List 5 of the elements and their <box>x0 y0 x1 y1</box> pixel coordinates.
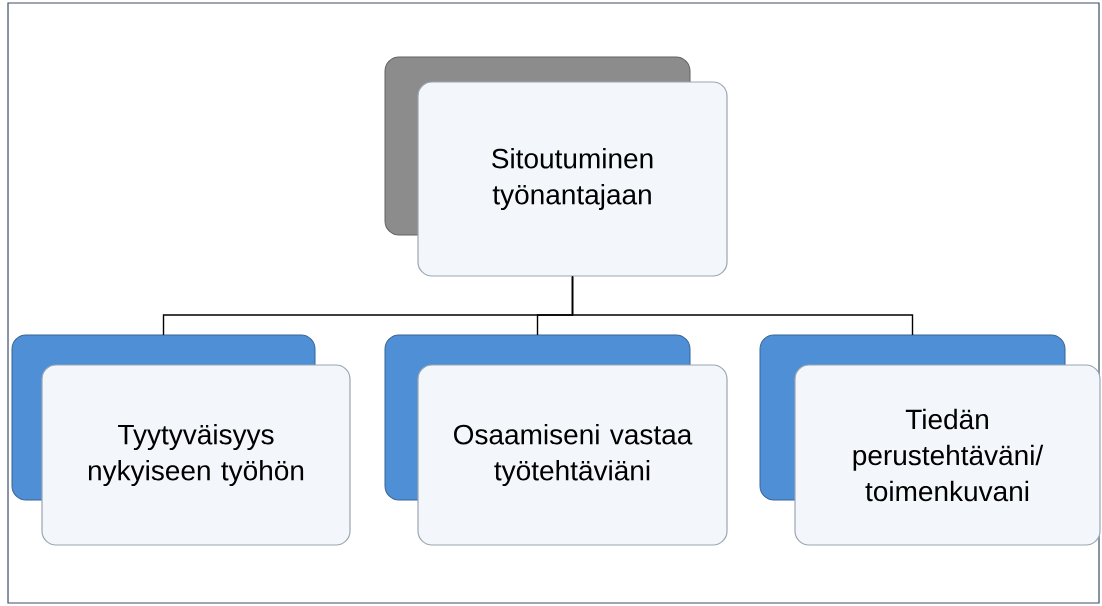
text-box: Osaamiseni vastaa työtehtäviäni <box>417 364 728 546</box>
text-box: Tiedän perustehtäväni/ toimenkuvani <box>794 364 1101 546</box>
text-box: Sitoutuminen työnantajaan <box>417 81 728 277</box>
text-box: Tyytyväisyys nykyiseen työhön <box>41 364 351 546</box>
connector-line <box>571 275 914 336</box>
